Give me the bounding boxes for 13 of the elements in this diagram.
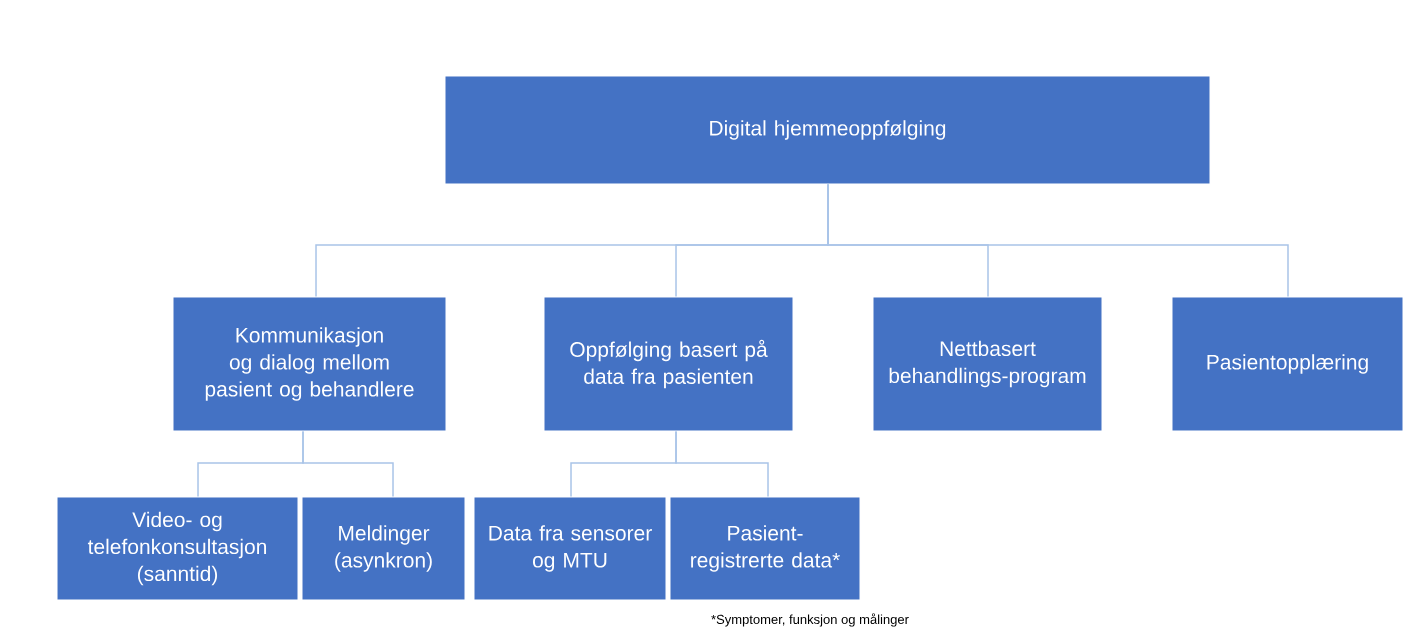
category-box: Digital hjemmeoppfølging — [444, 75, 1211, 185]
category-box: Pasientopplæring — [1171, 296, 1404, 432]
connector-line — [827, 183, 1289, 298]
category-box: Pasient-registrerte data* — [669, 496, 861, 601]
category-box: Kommunikasjon og dialog mellom pasient og behandlere — [172, 296, 447, 432]
connector-line — [675, 430, 769, 498]
category-box: Oppfølging basert på data fra pasienten — [543, 296, 794, 432]
category-box: Data fra sensorer og MTU — [473, 496, 667, 601]
category-box: Nettbasert behandlings-program — [872, 296, 1103, 432]
category-box: Video- og telefonkonsultasjon (sanntid) — [56, 496, 299, 601]
footnote: *Symptomer, funksjon og målinger — [711, 613, 909, 627]
category-box: Meldinger (asynkron) — [301, 496, 466, 601]
connector-line — [302, 430, 394, 498]
